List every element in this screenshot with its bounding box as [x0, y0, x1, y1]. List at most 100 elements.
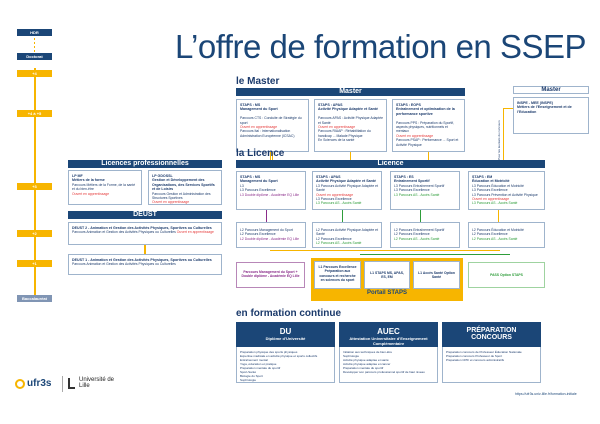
l1-staps-box[interactable]: L1 STAPS MS, APAS, ES, EM: [364, 261, 410, 289]
program-code: LP GDOSSL: [152, 174, 173, 178]
level-4: +4: [17, 70, 52, 77]
l1-staps-label: L1 STAPS MS, APAS, ES, EM: [370, 271, 404, 280]
program-line: Ouvert en apprentissage: [240, 125, 278, 130]
l1-excellence-box[interactable]: L1 Parcours Excellence Préparation aux c…: [314, 261, 361, 289]
program-line: L2 Parcours AS - Accès Santé: [472, 236, 518, 241]
block-item: Préparation concours de Professeur Éduca…: [446, 350, 522, 354]
program-line: L3 Parcours AS - Accès Santé: [472, 201, 518, 206]
program-code: STAPS : MS: [240, 103, 261, 107]
program-line: L3 Parcours Activité Physique Adaptée et…: [316, 183, 379, 193]
program-line: Parcours PPS : Préparation du Sportif, a…: [396, 120, 455, 134]
connector: [144, 245, 146, 254]
url-link[interactable]: https://ufr3s.univ-lille.fr/formation-in…: [515, 392, 577, 396]
block-item: Préparation physique des sports physique…: [240, 350, 298, 354]
block-item: Initiation aux techniques de bien-être: [343, 350, 393, 354]
program-name: Éducation et Motricité: [472, 179, 510, 184]
program-code: STAPS : APAS: [318, 103, 343, 107]
program-line: L3: [240, 183, 244, 188]
block-item: Sophrologie: [240, 378, 257, 382]
program-name: Entraînement et optimisation de la perfo…: [396, 107, 455, 116]
program-line: Parcours CTS : Conduite de Stratégie du …: [240, 116, 302, 125]
connector: [428, 152, 429, 160]
block-item: Sophrologie: [343, 354, 360, 358]
master2-box[interactable]: INSPE - MEE (INSPE)Métiers de l’Enseigne…: [513, 97, 589, 134]
logo-divider: [62, 376, 63, 392]
level-3: +3: [17, 183, 52, 190]
pass-box[interactable]: PASS Option STAPS: [468, 262, 545, 288]
program-line: L3 Parcours Éducation et Motricité: [472, 183, 524, 188]
program-line: L2 Parcours Management du Sport: [240, 228, 293, 232]
program-line: L2 Parcours Excellence: [240, 232, 276, 237]
portail-staps-label: Portail STAPS: [367, 290, 407, 296]
master2-name: Métiers de l’Enseignement et de l’Educat…: [517, 105, 572, 114]
deust1-name: DEUST 1 - Animation et Gestion des Activ…: [72, 258, 212, 262]
connector: [270, 250, 500, 251]
licence-l2-box[interactable]: L2 Parcours Activité Physique Adaptée et…: [312, 222, 382, 248]
l1-management-box[interactable]: Parcours Management du Sport + Double di…: [236, 262, 305, 288]
program-line: Ouvert en apprentissage: [72, 191, 110, 196]
licpro-bar: Licences professionnelles: [68, 160, 222, 168]
program-line: Parcours PSAP : Performance ... Sport et…: [396, 138, 459, 147]
program-line: L3 Parcours Excellence: [240, 188, 276, 193]
connector: [342, 210, 343, 222]
program-code: STAPS : EM: [472, 175, 493, 179]
program-line: L3 Parcours Excellence: [472, 188, 508, 193]
block-item: Entraînement mental: [240, 358, 268, 362]
program-name: Gestion et Développement des Organisatio…: [152, 178, 215, 192]
connector: [272, 152, 273, 160]
program-name: Management du Sport: [240, 179, 278, 184]
program-line: Parcours Gestion et Administration des S…: [152, 191, 211, 201]
l1-management-label: Parcours Management du Sport + Double di…: [241, 270, 300, 279]
l1-sante-box[interactable]: L1 Accès Santé Option Santé: [413, 261, 460, 289]
program-line: Ouvert en apprentissage: [318, 125, 356, 130]
master2-bar: Master: [513, 86, 589, 94]
program-line: Parcours Métiers de la Forme, de la sant…: [72, 182, 136, 192]
block-item: Biologie du Sport: [240, 374, 263, 378]
block-item: Yoga, éducation et pratique: [240, 362, 277, 366]
block-subtitle: Attestation Universitaire d’Enseignement…: [349, 336, 428, 346]
program-name: Métiers de la forme: [72, 178, 105, 183]
deust2-line: Parcours Animation et Gestion des Activi…: [72, 230, 176, 235]
block-item: Sport-Santé: [240, 370, 257, 374]
program-code: STAPS : EOPS: [396, 103, 421, 107]
program-name: Entraînement Sportif: [394, 179, 430, 184]
deust2-box[interactable]: DEUST 2 - Animation et Gestion des Activ…: [68, 222, 222, 245]
master-heading: le Master: [236, 76, 280, 87]
block-title: PRÉPARATION: [466, 327, 517, 334]
block-item: Préparation mentale du sportif: [343, 366, 384, 370]
program-line: L2 Parcours AS - Accès Santé: [394, 236, 440, 241]
program-line: L3 Parcours AS - Accès Santé: [316, 201, 362, 206]
deust1-box[interactable]: DEUST 1 - Animation et Gestion des Activ…: [68, 254, 222, 275]
connector: [360, 254, 510, 255]
program-line: En Sciences de la santé: [318, 138, 355, 143]
program-line: L3 Parcours AS - Accès Santé: [394, 192, 440, 197]
connector: [420, 210, 421, 222]
program-line: L2 Double diplôme - Académie EQ Lille: [240, 236, 299, 241]
l1-excellence-label: L1 Parcours Excellence Préparation aux c…: [318, 265, 357, 283]
continue-block-body: Préparation concours de Professeur Éduca…: [442, 347, 541, 383]
connector: [503, 108, 513, 109]
program-code: STAPS : MS: [240, 175, 261, 179]
block-item: Préparation concours Professeur de Sport: [446, 354, 503, 358]
master-bar: Master: [236, 88, 465, 96]
program-line: Ouvert en apprentissage: [396, 133, 434, 138]
program-line: L2 Parcours AS - Accès Santé: [316, 241, 362, 246]
program-line: Parcours RIAAP : Réhabilitation du handi…: [318, 129, 371, 138]
program-line: Ouvert en apprentissage: [472, 197, 510, 202]
